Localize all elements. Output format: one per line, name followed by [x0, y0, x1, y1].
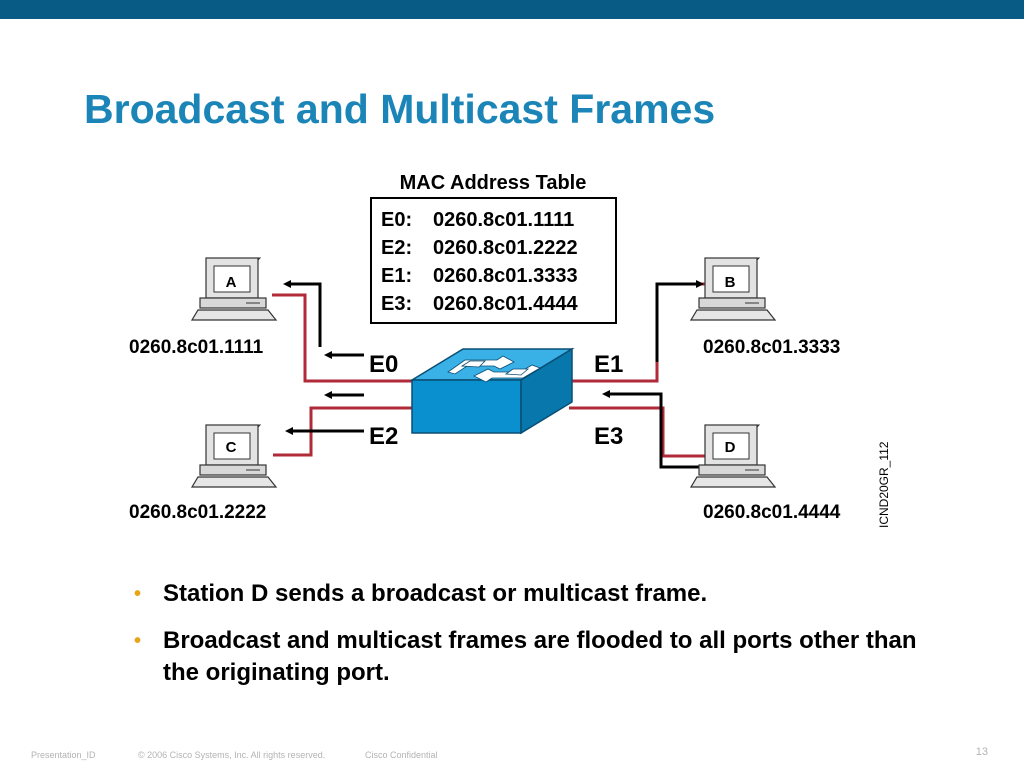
bullet-dot: •: [134, 630, 142, 652]
bullet-item: • Broadcast and multicast frames are floo…: [130, 625, 930, 689]
port-label-e3: E3: [594, 423, 623, 450]
top-bar: [0, 0, 1024, 19]
host-letter: C: [226, 439, 237, 456]
mac-address-table: MAC Address Table E0: 0260.8c01.1111 E2:…: [370, 172, 617, 324]
bullet-item: • Station D sends a broadcast or multicas…: [130, 578, 930, 610]
host-c-address: 0260.8c01.2222: [129, 502, 266, 523]
host-d: D: [690, 424, 776, 488]
host-letter: B: [725, 274, 736, 291]
slide-title: Broadcast and Multicast Frames: [84, 86, 716, 132]
frame-flow-arrows: [283, 280, 713, 469]
mac-table-address: 0260.8c01.2222: [433, 237, 578, 259]
mac-table-row: E3: 0260.8c01.4444: [381, 293, 578, 315]
mac-table-port: E3:: [381, 293, 412, 315]
host-d-address: 0260.8c01.4444: [703, 502, 841, 523]
host-a: A: [191, 257, 277, 321]
bullet-dot: •: [134, 583, 142, 605]
port-label-e2: E2: [369, 423, 398, 450]
host-c: C: [191, 424, 277, 488]
host-b-address: 0260.8c01.3333: [703, 337, 840, 358]
bullet-text: Broadcast and multicast frames are flood…: [163, 627, 917, 686]
mac-table-row: E0: 0260.8c01.1111: [381, 209, 574, 231]
slide-footer: Presentation_ID © 2006 Cisco Systems, In…: [0, 744, 1024, 768]
bullet-text: Station D sends a broadcast or multicast…: [163, 580, 708, 607]
footer-presentation-id: Presentation_ID: [31, 750, 96, 760]
mac-table-address: 0260.8c01.1111: [433, 209, 574, 231]
host-letter: A: [226, 274, 237, 291]
switch-icon: [409, 347, 575, 435]
mac-table-address: 0260.8c01.3333: [433, 265, 578, 287]
footer-copyright: © 2006 Cisco Systems, Inc. All rights re…: [138, 750, 326, 760]
mac-table-row: E1: 0260.8c01.3333: [381, 265, 578, 287]
bullet-list: • Station D sends a broadcast or multicas…: [130, 578, 930, 704]
network-diagram: E0 E2 E1 E3 A 0260.8c01.1111 B 0260.8c01…: [129, 172, 891, 528]
host-b: B: [690, 257, 776, 321]
figure-id: ICND20GR_112: [877, 441, 891, 528]
mac-table-port: E2:: [381, 237, 412, 259]
host-a-address: 0260.8c01.1111: [129, 337, 264, 358]
mac-table-row: E2: 0260.8c01.2222: [381, 237, 578, 259]
page-number: 13: [975, 746, 988, 758]
port-label-e0: E0: [369, 351, 398, 378]
port-label-e1: E1: [594, 351, 623, 378]
host-letter: D: [725, 439, 736, 456]
mac-table-title: MAC Address Table: [400, 172, 587, 194]
computer-icon: [191, 424, 277, 488]
mac-table-address: 0260.8c01.4444: [433, 293, 578, 315]
mac-table-port: E1:: [381, 265, 412, 287]
mac-table-port: E0:: [381, 209, 412, 231]
footer-confidential: Cisco Confidential: [365, 750, 438, 760]
